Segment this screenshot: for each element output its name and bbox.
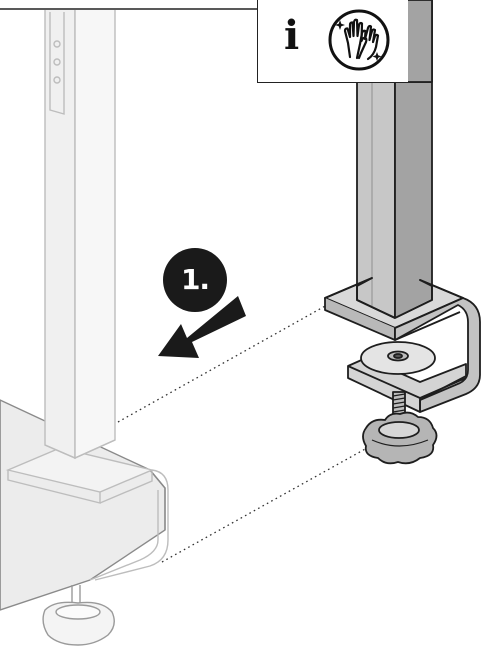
alignment-guides: [117, 304, 368, 563]
ghost-leg: [44, 10, 116, 460]
ghost-leg-slot: [49, 12, 65, 115]
ghost-table-assembly: [0, 10, 169, 646]
leg-assembly: [0, 0, 481, 465]
washer: [360, 341, 436, 375]
info-panel: i: [257, 0, 408, 83]
adjustment-knob: [362, 411, 438, 465]
clean-hands-sparkle-icon: [328, 9, 390, 71]
step-number-badge: 1.: [163, 248, 227, 312]
ghost-knob: [42, 585, 115, 646]
info-icon: i: [284, 12, 300, 59]
direction-arrow: [158, 296, 246, 358]
